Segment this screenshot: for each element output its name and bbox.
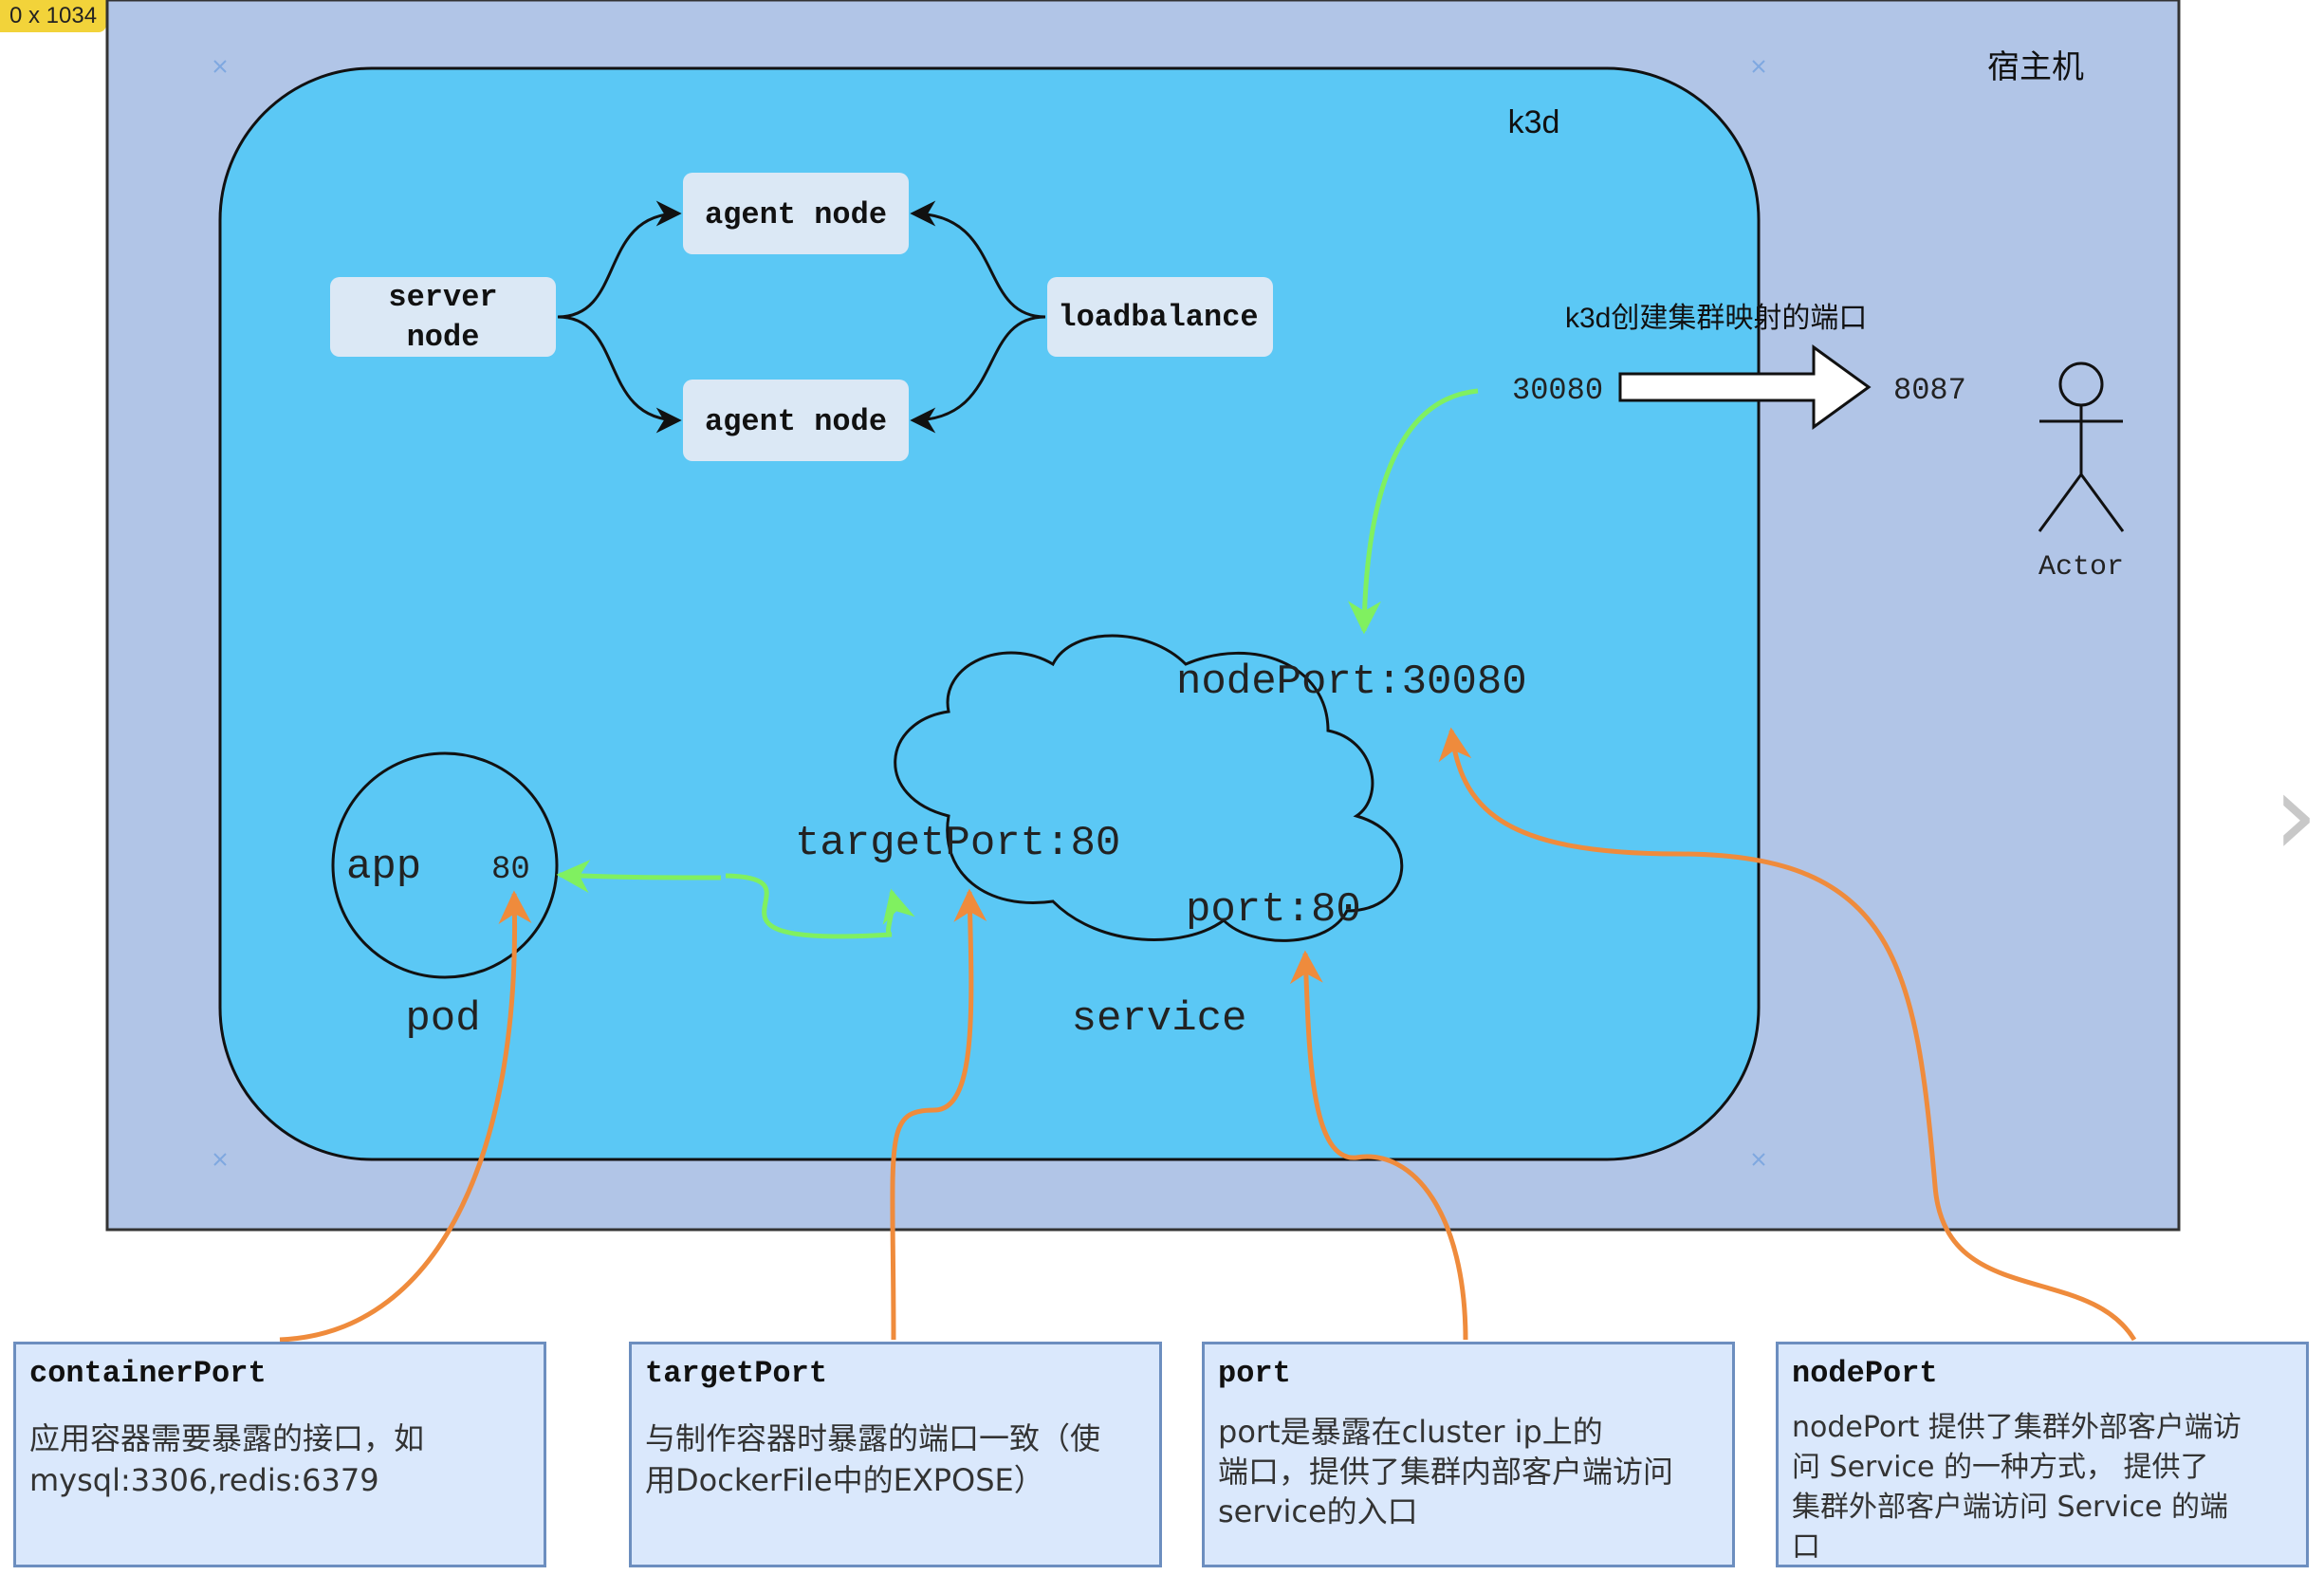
loadbalance-label: loadbalance bbox=[1058, 300, 1258, 335]
pod-app-label: app bbox=[346, 843, 421, 891]
nodeport-arrow bbox=[1438, 727, 2137, 1342]
server-node-label-line1: server bbox=[388, 280, 497, 315]
note-port: port port是暴露在cluster ip上的 端口，提供了集群内部客户端访… bbox=[1202, 1342, 1735, 1567]
port-mapping-caption: k3d创建集群映射的端口 bbox=[1565, 303, 1867, 334]
image-size-badge: 0 x 1034 bbox=[0, 0, 107, 32]
nodeport-to-service-arrow bbox=[1347, 388, 1479, 635]
previous-arrow-icon[interactable]: ‹ bbox=[0, 750, 9, 881]
note-port-body: port是暴露在cluster ip上的 端口，提供了集群内部客户端访问 ser… bbox=[1218, 1414, 1674, 1529]
agent-node-bottom-box[interactable] bbox=[683, 380, 909, 461]
note-containerport: containerPort 应用容器需要暴露的接口，如 mysql:3306,r… bbox=[13, 1342, 546, 1567]
service-label: service bbox=[1072, 995, 1247, 1043]
pod-port-arrow-head bbox=[556, 860, 722, 894]
note-port-title: port bbox=[1218, 1356, 1291, 1391]
note-targetport-body: 与制作容器时暴露的端口一致（使 用DockerFile中的EXPOSE） bbox=[645, 1420, 1101, 1498]
node-connectors bbox=[557, 200, 1046, 434]
service-targetport-label: targetPort:80 bbox=[795, 820, 1120, 867]
note-containerport-body: 应用容器需要暴露的接口，如 mysql:3306,redis:6379 bbox=[29, 1420, 425, 1498]
host-port-label: 8087 bbox=[1893, 373, 1966, 408]
targetport-arrow bbox=[890, 888, 987, 1341]
note-targetport-title: targetPort bbox=[645, 1356, 828, 1391]
server-node-box[interactable] bbox=[330, 277, 556, 357]
agent-node-top-label: agent node bbox=[705, 197, 887, 232]
port-mapping-arrow bbox=[1618, 344, 1872, 430]
note-nodeport-body: nodePort 提供了集群外部客户端访 问 Service 的一种方式， 提供… bbox=[1792, 1411, 2241, 1564]
service-port-label: port:80 bbox=[1186, 886, 1361, 934]
containerport-arrow bbox=[279, 890, 532, 1343]
next-arrow-icon[interactable]: › bbox=[2273, 750, 2318, 881]
agent-node-bottom-label: agent node bbox=[705, 404, 887, 439]
server-to-agent-bottom-arrow bbox=[557, 315, 682, 434]
loadbalance-to-agent-top-arrow bbox=[910, 200, 1046, 319]
service-cloud[interactable] bbox=[894, 634, 1404, 942]
orange-arrows bbox=[279, 727, 2137, 1343]
cluster-port-label: 30080 bbox=[1512, 373, 1603, 408]
host-machine-label: 宿主机 bbox=[1987, 49, 2084, 85]
target-to-pod-arrow bbox=[725, 873, 915, 939]
note-targetport: targetPort 与制作容器时暴露的端口一致（使 用DockerFile中的… bbox=[629, 1342, 1162, 1567]
green-arrows bbox=[556, 388, 1479, 939]
service-nodeport-label: nodePort:30080 bbox=[1176, 658, 1527, 706]
loadbalance-box[interactable] bbox=[1047, 277, 1273, 357]
actor-figure[interactable] bbox=[2038, 361, 2125, 532]
k3d-cluster-label: k3d bbox=[1508, 104, 1560, 140]
note-containerport-title: containerPort bbox=[29, 1356, 267, 1391]
selection-handles bbox=[213, 60, 1765, 1166]
port-arrow bbox=[1289, 950, 1468, 1341]
server-node-label-line2: node bbox=[407, 320, 480, 355]
agent-node-top-box[interactable] bbox=[683, 173, 909, 254]
pod-port-label: 80 bbox=[491, 852, 530, 888]
server-to-agent-top-arrow bbox=[557, 200, 682, 319]
note-nodeport-title: nodePort bbox=[1792, 1356, 1938, 1391]
pod-label: pod bbox=[405, 995, 480, 1043]
loadbalance-to-agent-bottom-arrow bbox=[910, 315, 1046, 434]
note-nodeport: nodePort nodePort 提供了集群外部客户端访 问 Service … bbox=[1776, 1342, 2309, 1567]
actor-label: Actor bbox=[2038, 551, 2124, 584]
